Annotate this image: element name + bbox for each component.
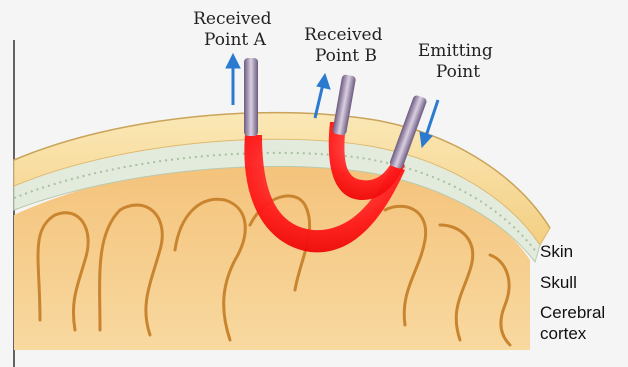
label-skin: Skin [540,242,573,261]
label-emitting-point: Emitting Point [418,41,498,82]
label-received-a: Received Point A [193,9,277,50]
arrow-up-icon [226,54,240,105]
label-cerebral-cortex: Cerebral cortex [540,303,610,343]
probe-icon [244,58,258,136]
probe-received-a [244,58,258,136]
label-skull: Skull [540,273,577,292]
label-received-b: Received Point B [304,25,388,66]
arrow-up-icon [315,74,330,118]
